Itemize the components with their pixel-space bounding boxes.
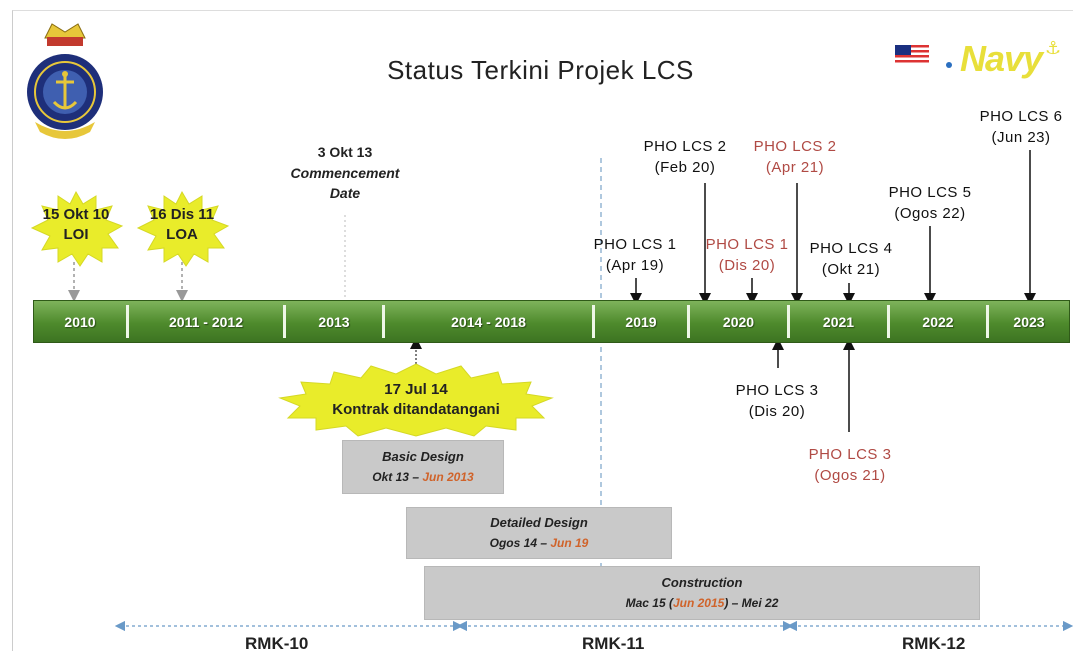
pho-lcs4: PHO LCS 4 (Okt 21) <box>809 240 893 278</box>
pho-lcs6: PHO LCS 6 (Jun 23) <box>979 108 1063 146</box>
pho-lcs2-revised: PHO LCS 2 (Apr 21) <box>753 138 837 176</box>
timeline-divider <box>986 305 989 338</box>
rmk-11-label: RMK-11 <box>582 634 645 653</box>
construction-box: Construction Mac 15 (Jun 2015) – Mei 22 <box>424 566 980 620</box>
basic-design-start: Okt 13 – <box>372 470 423 484</box>
pho-lcs3-revised: PHO LCS 3 (Ogos 21) <box>808 446 892 484</box>
pho-lcs3-plan: PHO LCS 3 (Dis 20) <box>735 382 819 420</box>
timeline-divider <box>382 305 385 338</box>
construction-end: ) – Mei 22 <box>724 596 779 610</box>
detailed-design-start: Ogos 14 – <box>489 536 551 550</box>
pho-lcs1-plan: PHO LCS 1 (Apr 19) <box>593 236 677 274</box>
malaysia-flag-icon <box>895 45 929 63</box>
navy-brand-logo: Navy <box>960 38 1043 79</box>
timeline-segment: 2010 <box>64 313 96 330</box>
detailed-design-box: Detailed Design Ogos 14 – Jun 19 <box>406 507 672 559</box>
loa-label: 16 Dis 11 LOA <box>149 206 215 243</box>
timeline-divider <box>283 305 286 338</box>
timeline-bar: 2010 2011 - 2012 2013 2014 - 2018 2019 2… <box>33 300 1070 343</box>
construction-mid: Jun 2015 <box>672 596 725 610</box>
basic-design-title: Basic Design <box>382 449 464 464</box>
pho-lcs1-revised: PHO LCS 1 (Dis 20) <box>705 236 789 274</box>
pho-lcs2-plan: PHO LCS 2 (Feb 20) <box>643 138 727 176</box>
loi-label: 15 Okt 10 LOI <box>42 206 110 243</box>
timeline-segment: 2019 <box>625 313 657 330</box>
construction-start: Mac 15 ( <box>625 596 673 610</box>
commencement-date: 3 Okt 13 <box>317 144 373 160</box>
pho-lcs5: PHO LCS 5 (Ogos 22) <box>888 184 972 222</box>
detailed-design-dates: Ogos 14 – Jun 19 <box>407 533 671 553</box>
slide-frame <box>12 10 1073 651</box>
timeline-segment: 2020 <box>722 313 755 330</box>
construction-title: Construction <box>661 575 743 590</box>
timeline-segment: 2022 <box>922 313 954 330</box>
timeline-divider <box>592 305 595 338</box>
kontrak-label: 17 Jul 14 Kontrak ditandatangani <box>332 381 500 418</box>
detailed-design-end: Jun 19 <box>550 536 589 550</box>
timeline-divider <box>787 305 790 338</box>
loi-starburst-icon <box>30 190 124 267</box>
anchor-mark-icon: ⚓ <box>1045 38 1062 58</box>
timeline-segment: 2023 <box>1013 313 1045 330</box>
timeline-divider <box>887 305 890 338</box>
rmk-12-label: RMK-12 <box>902 634 966 653</box>
kontrak-starburst-icon <box>278 363 554 437</box>
navy-crest-logo <box>27 23 103 139</box>
timeline-segment: 2014 - 2018 <box>451 313 526 330</box>
timeline-divider <box>126 305 129 338</box>
basic-design-box: Basic Design Okt 13 – Jun 2013 <box>342 440 504 494</box>
loa-starburst-icon <box>136 190 230 267</box>
construction-dates: Mac 15 (Jun 2015) – Mei 22 <box>425 593 979 613</box>
timeline-segment: 2013 <box>318 313 350 330</box>
commencement-label: Commencement Date <box>290 165 400 201</box>
page-title: Status Terkini Projek LCS <box>387 55 694 85</box>
detailed-design-title: Detailed Design <box>490 515 588 530</box>
timeline-divider <box>687 305 690 338</box>
brand-dot-icon <box>946 62 952 68</box>
basic-design-end: Jun 2013 <box>422 470 474 484</box>
basic-design-dates: Okt 13 – Jun 2013 <box>343 467 503 487</box>
timeline-segment: 2011 - 2012 <box>169 313 243 330</box>
rmk-10-label: RMK-10 <box>245 634 309 653</box>
timeline-segment: 2021 <box>822 313 855 330</box>
